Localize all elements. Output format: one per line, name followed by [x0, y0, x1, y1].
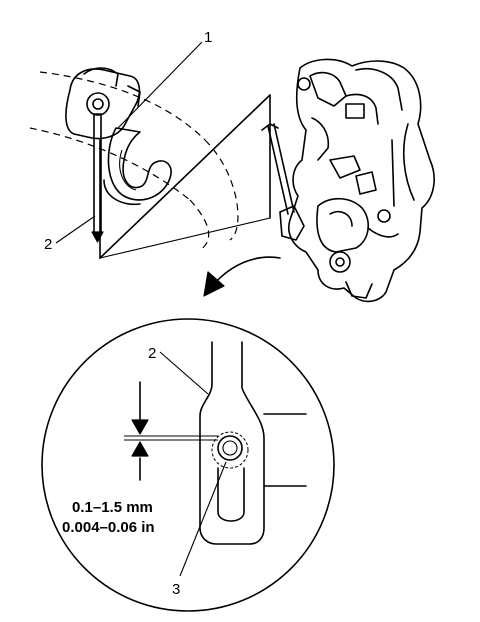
hook-assembly [29, 67, 239, 251]
callout-2-leader [55, 215, 96, 244]
clearance-metric: 0.1–1.5 mm [72, 499, 153, 516]
detail-callout-2-leader [159, 351, 209, 395]
callout-1-label: 1 [204, 29, 212, 46]
callout-2-label: 2 [44, 236, 52, 253]
detail-view [41, 318, 335, 612]
latch-assembly [261, 58, 435, 303]
detail-callout-2-label: 2 [148, 345, 156, 362]
detail-arrow [203, 256, 281, 297]
detail-callout-3-leader [179, 461, 227, 577]
section-plane [99, 94, 271, 259]
clearance-imperial: 0.004–0.06 in [62, 519, 155, 536]
detail-callout-3-label: 3 [172, 581, 180, 598]
callout-1-leader [117, 41, 203, 129]
